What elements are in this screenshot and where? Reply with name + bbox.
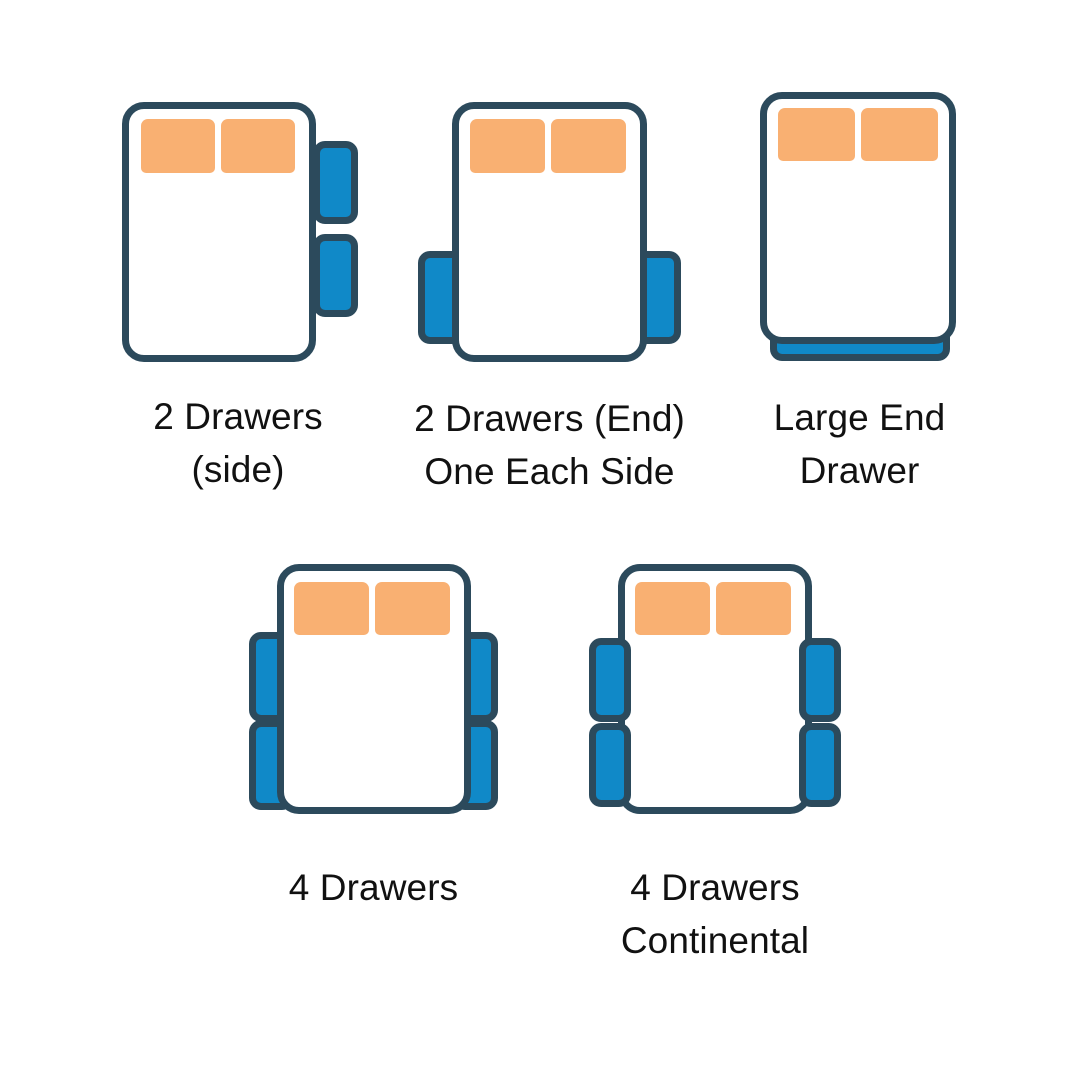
bed-option-four-drawers[interactable]: 4 Drawers xyxy=(241,560,506,915)
bed-diagram xyxy=(108,96,368,371)
pillow-left xyxy=(470,119,545,173)
pillow-right xyxy=(551,119,626,173)
bed-option-caption: 4 Drawers xyxy=(288,867,459,908)
pillow-right xyxy=(716,582,791,635)
bed-option-two-drawers-end[interactable]: 2 Drawers (End) One Each Side xyxy=(412,96,687,498)
drawer-right-upper xyxy=(313,141,358,224)
bed-option-caption: 2 Drawers (side) xyxy=(153,396,323,490)
drawer-left-upper xyxy=(589,638,631,722)
bed-option-caption: 2 Drawers (End) One Each Side xyxy=(414,398,685,492)
pillow-right xyxy=(221,119,295,173)
pillow-left xyxy=(294,582,369,635)
bed-option-caption: 4 Drawers Continental xyxy=(620,867,810,961)
bed-diagram xyxy=(412,96,687,371)
pillow-left xyxy=(141,119,215,173)
bed-option-large-end-drawer[interactable]: Large End Drawer xyxy=(752,86,967,497)
drawer-left-lower xyxy=(589,723,631,807)
pillow-right xyxy=(375,582,450,635)
drawer-right-upper xyxy=(799,638,841,722)
drawer-right-lower xyxy=(313,234,358,317)
pillow-right xyxy=(861,108,938,161)
bed-option-four-drawers-continental[interactable]: 4 Drawers Continental xyxy=(585,560,845,967)
bed-diagram xyxy=(585,560,845,820)
bed-option-caption: Large End Drawer xyxy=(773,397,946,491)
pillow-left xyxy=(635,582,710,635)
bed-diagram xyxy=(241,560,506,820)
bed-diagram xyxy=(752,86,967,374)
drawer-right-lower xyxy=(799,723,841,807)
pillow-left xyxy=(778,108,855,161)
bed-option-two-drawers-side[interactable]: 2 Drawers (side) xyxy=(108,96,368,496)
